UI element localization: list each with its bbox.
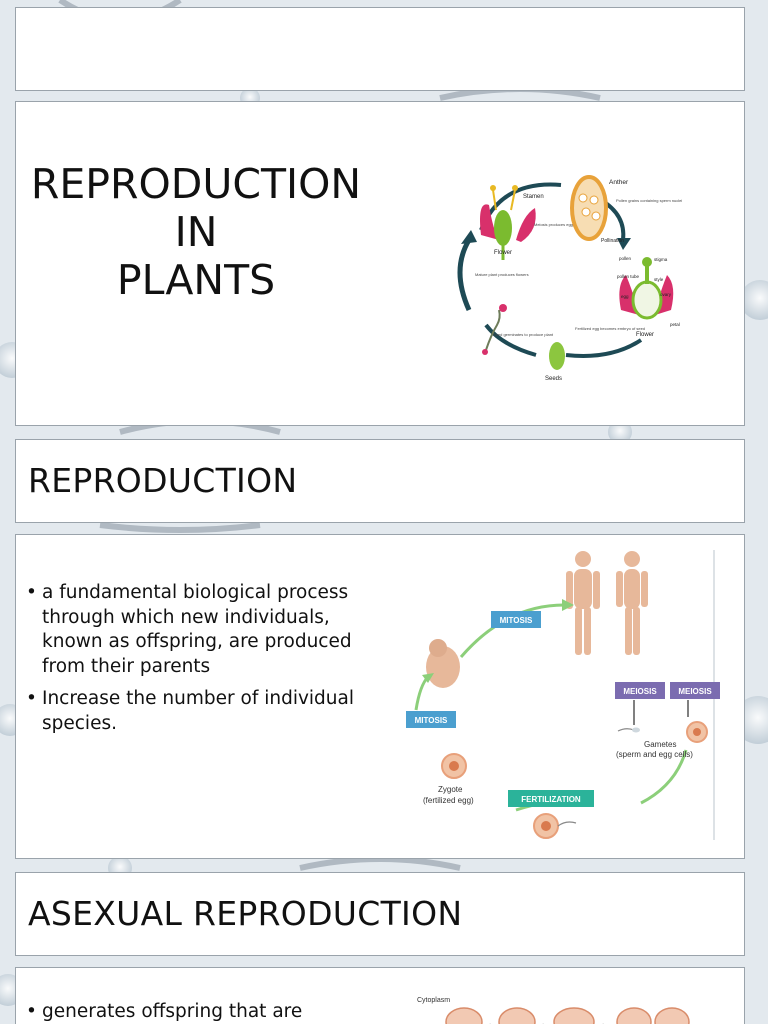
slide-asexual-heading: ASEXUAL REPRODUCTION bbox=[15, 872, 745, 956]
tag-meiosis-right: MEIOSIS bbox=[678, 687, 712, 696]
label-fertilized-note: Fertilized egg becomes embryo of seed bbox=[575, 326, 645, 331]
slide-heading-reproduction: REPRODUCTION bbox=[28, 461, 298, 500]
label-anther-note: Pollen grains containing sperm nuclei bbox=[616, 198, 682, 203]
bullet-item: a fundamental biological process through… bbox=[26, 581, 356, 679]
label-meiosis-note: Meiosis produces eggs and sperm bbox=[534, 222, 596, 227]
tag-fertilization: FERTILIZATION bbox=[521, 795, 581, 804]
slide-reproduction-body: a fundamental biological process through… bbox=[15, 534, 745, 859]
label-mature-note: Mature plant produces flowers bbox=[475, 272, 529, 277]
label-gametes-note: (sperm and egg cells) bbox=[616, 750, 693, 759]
label-stigma: stigma bbox=[654, 257, 668, 262]
tag-mitosis-left: MITOSIS bbox=[415, 716, 448, 725]
title-line-3: PLANTS bbox=[116, 256, 276, 304]
slide-asexual-body: generates offspring that are Cytoplasm →… bbox=[15, 967, 745, 1024]
label-egg: egg bbox=[621, 294, 629, 299]
label-flower-left: Flower bbox=[494, 250, 512, 256]
bullet-item: Increase the number of individual specie… bbox=[26, 687, 356, 736]
label-pollen: pollen bbox=[619, 256, 632, 261]
human-life-cycle-diagram: MITOSIS MEIOSIS MEIOSIS MITOSIS FERTILIZ… bbox=[406, 550, 720, 840]
cell-division-diagram: Cytoplasm → → → bbox=[417, 997, 690, 1024]
slide-reproduction-heading: REPRODUCTION bbox=[15, 439, 745, 523]
label-seed-note: Seed germinates to produce plant bbox=[493, 332, 554, 337]
bullet-list: a fundamental biological process through… bbox=[26, 581, 356, 744]
label-pollen-tube: pollen tube bbox=[617, 274, 640, 279]
title-line-1: REPRODUCTION bbox=[30, 160, 362, 208]
bullet-list: generates offspring that are bbox=[26, 1000, 386, 1024]
slide-blank bbox=[15, 7, 745, 91]
label-zygote-note: (fertilized egg) bbox=[423, 796, 474, 805]
arrow-glyph: → bbox=[597, 1018, 606, 1024]
label-style: style bbox=[654, 277, 664, 282]
label-gametes: Gametes bbox=[644, 740, 676, 749]
arrow-glyph: → bbox=[484, 1018, 493, 1024]
label-seeds: Seeds bbox=[545, 376, 562, 382]
label-cytoplasm: Cytoplasm bbox=[417, 997, 450, 1004]
adult-figures bbox=[566, 551, 648, 655]
slide-title: REPRODUCTION IN PLANTS Flower Stamen Mei… bbox=[15, 101, 745, 426]
label-stamen: Stamen bbox=[523, 194, 544, 200]
label-flower-right: Flower bbox=[636, 332, 654, 338]
tag-meiosis-left: MEIOSIS bbox=[623, 687, 657, 696]
slide-heading-asexual: ASEXUAL REPRODUCTION bbox=[28, 894, 463, 933]
arrow-glyph: → bbox=[537, 1018, 546, 1024]
title-line-2: IN bbox=[174, 208, 218, 256]
label-anther: Anther bbox=[609, 179, 629, 186]
label-pollination: Pollination bbox=[601, 238, 624, 244]
tag-mitosis-top: MITOSIS bbox=[500, 616, 533, 625]
bullet-item: generates offspring that are bbox=[26, 1000, 386, 1024]
fetus-image bbox=[426, 646, 460, 688]
label-zygote: Zygote bbox=[438, 785, 463, 794]
plant-life-cycle-diagram: Flower Stamen Meiosis produces eggs and … bbox=[457, 175, 682, 382]
label-petal: petal bbox=[670, 322, 680, 327]
label-ovary: ovary bbox=[660, 292, 672, 297]
slide-main-title: REPRODUCTION IN PLANTS bbox=[16, 160, 376, 304]
